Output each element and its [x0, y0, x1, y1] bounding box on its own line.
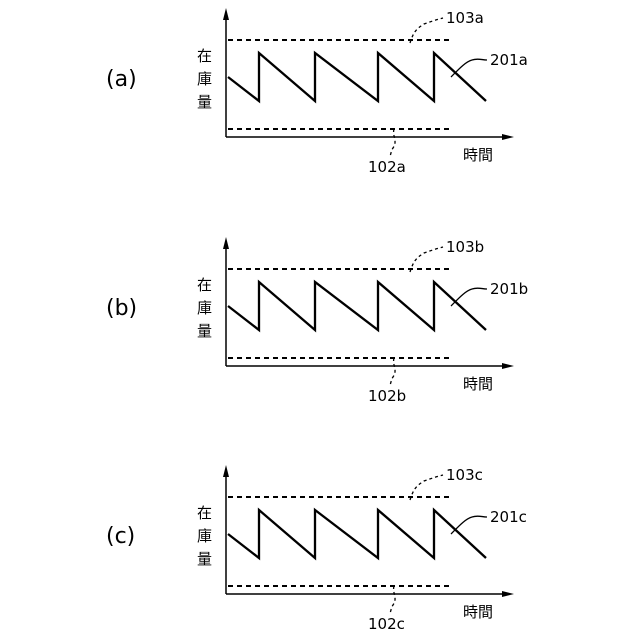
upper-limit-ref-label: 103a [446, 9, 484, 27]
panel-a: (a) 在 庫 量 時間 103a 201a 102a [106, 8, 528, 176]
x-axis-arrowhead [502, 363, 514, 369]
y-axis-label-char-1: 在 [197, 504, 212, 522]
lower-limit-leader-line [390, 358, 395, 385]
y-axis-label-char-3: 量 [197, 550, 212, 568]
panel-label: (c) [106, 524, 135, 549]
upper-limit-ref-label: 103b [446, 238, 484, 256]
lower-limit-leader-line [390, 129, 395, 156]
panel-c: (c) 在 庫 量 時間 103c 201c 102c [106, 465, 527, 633]
x-axis-label: 時間 [463, 375, 493, 393]
y-axis-label-char-2: 庫 [197, 70, 212, 88]
lower-limit-ref-label: 102c [368, 615, 405, 633]
curve-ref-label: 201a [490, 51, 528, 69]
panel-label: (a) [106, 67, 137, 92]
x-axis-label: 時間 [463, 146, 493, 164]
upper-limit-ref-label: 103c [446, 466, 483, 484]
panel-b: (b) 在 庫 量 時間 103b 201b 102b [106, 237, 528, 405]
y-axis-label-char-1: 在 [197, 47, 212, 65]
curve-ref-label: 201b [490, 280, 528, 298]
lower-limit-ref-label: 102b [368, 387, 406, 405]
x-axis-label: 時間 [463, 603, 493, 621]
inventory-sawtooth-line [228, 510, 486, 558]
inventory-sawtooth-line [228, 53, 486, 101]
x-axis-arrowhead [502, 134, 514, 140]
y-axis-label-char-3: 量 [197, 322, 212, 340]
inventory-sawtooth-line [228, 282, 486, 330]
y-axis-label-char-1: 在 [197, 276, 212, 294]
lower-limit-leader-line [390, 586, 395, 613]
y-axis-arrowhead [223, 237, 229, 249]
y-axis-label-char-2: 庫 [197, 527, 212, 545]
curve-ref-label: 201c [490, 508, 527, 526]
y-axis-arrowhead [223, 8, 229, 20]
y-axis-label-char-2: 庫 [197, 299, 212, 317]
y-axis-arrowhead [223, 465, 229, 477]
y-axis-label-char-3: 量 [197, 93, 212, 111]
x-axis-arrowhead [502, 591, 514, 597]
lower-limit-ref-label: 102a [368, 158, 406, 176]
panel-label: (b) [106, 296, 137, 321]
